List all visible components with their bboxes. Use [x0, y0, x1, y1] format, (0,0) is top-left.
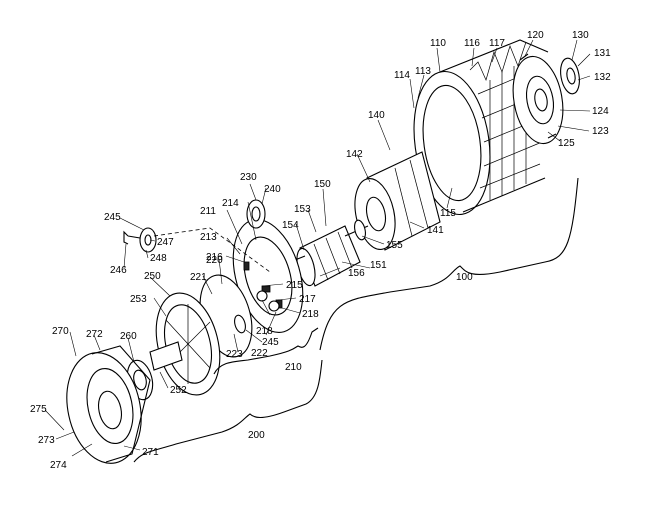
- label-141: 141: [427, 225, 444, 236]
- label-218: 218: [302, 309, 319, 320]
- label-272: 272: [86, 329, 103, 340]
- label-250: 250: [144, 271, 161, 282]
- label-245b: 245: [262, 337, 279, 348]
- front-cover-fan: [149, 292, 221, 396]
- end-bracket: [512, 53, 564, 145]
- label-100: 100: [456, 272, 473, 283]
- label-211: 211: [200, 206, 216, 217]
- brace-210: [213, 327, 319, 375]
- label-221: 221: [190, 272, 207, 283]
- label-245: 245: [104, 212, 121, 223]
- label-114: 114: [394, 70, 410, 81]
- label-154: 154: [282, 220, 299, 231]
- label-110: 110: [430, 38, 446, 49]
- label-153: 153: [294, 204, 311, 215]
- label-270: 270: [52, 326, 69, 337]
- label-120: 120: [527, 30, 544, 41]
- label-214: 214: [222, 198, 239, 209]
- rear-bearing: [560, 57, 580, 95]
- label-213: 213: [200, 232, 217, 243]
- stator-housing: [413, 39, 549, 216]
- bearing-230: [246, 199, 266, 229]
- label-215: 215: [286, 280, 303, 291]
- label-123: 123: [592, 126, 609, 137]
- brace-100: [319, 177, 579, 351]
- label-210: 210: [285, 362, 302, 373]
- front-housing: [66, 345, 151, 464]
- label-140: 140: [368, 110, 385, 121]
- label-260: 260: [120, 331, 137, 342]
- label-222: 222: [251, 348, 268, 359]
- label-246: 246: [110, 265, 127, 276]
- label-200: 200: [248, 430, 265, 441]
- label-156: 156: [348, 268, 365, 279]
- label-155: 155: [386, 240, 403, 251]
- label-130: 130: [572, 30, 589, 41]
- label-151: 151: [370, 260, 387, 271]
- label-116: 116: [464, 38, 480, 49]
- label-275: 275: [30, 404, 47, 415]
- label-240: 240: [264, 184, 281, 195]
- label-216: 216: [206, 252, 223, 263]
- label-124: 124: [592, 106, 609, 117]
- label-217: 217: [299, 294, 316, 305]
- label-230: 230: [240, 172, 257, 183]
- label-113: 113: [415, 66, 431, 77]
- label-253: 253: [130, 294, 147, 305]
- leader-lines: [44, 39, 591, 457]
- label-223: 223: [226, 349, 243, 360]
- label-248: 248: [150, 253, 167, 264]
- label-247: 247: [157, 237, 174, 248]
- label-132: 132: [594, 72, 611, 83]
- circuit-board: [232, 219, 304, 333]
- label-150: 150: [314, 179, 331, 190]
- label-273: 273: [38, 435, 55, 446]
- label-252: 252: [170, 385, 187, 396]
- reference-numerals: 100 110 113 114 115 116 117 120 123 124 …: [30, 30, 611, 471]
- brace-200: [133, 359, 323, 463]
- label-125: 125: [558, 138, 575, 149]
- label-115: 115: [440, 208, 456, 219]
- assembly-dashed-line: [153, 227, 271, 273]
- small-bearing-245: [123, 227, 157, 253]
- label-117: 117: [489, 38, 505, 49]
- label-142: 142: [346, 149, 363, 160]
- label-274: 274: [50, 460, 67, 471]
- label-220: 220: [206, 255, 223, 266]
- label-218b: 218: [256, 326, 273, 337]
- label-131: 131: [594, 48, 611, 59]
- label-271: 271: [142, 447, 159, 458]
